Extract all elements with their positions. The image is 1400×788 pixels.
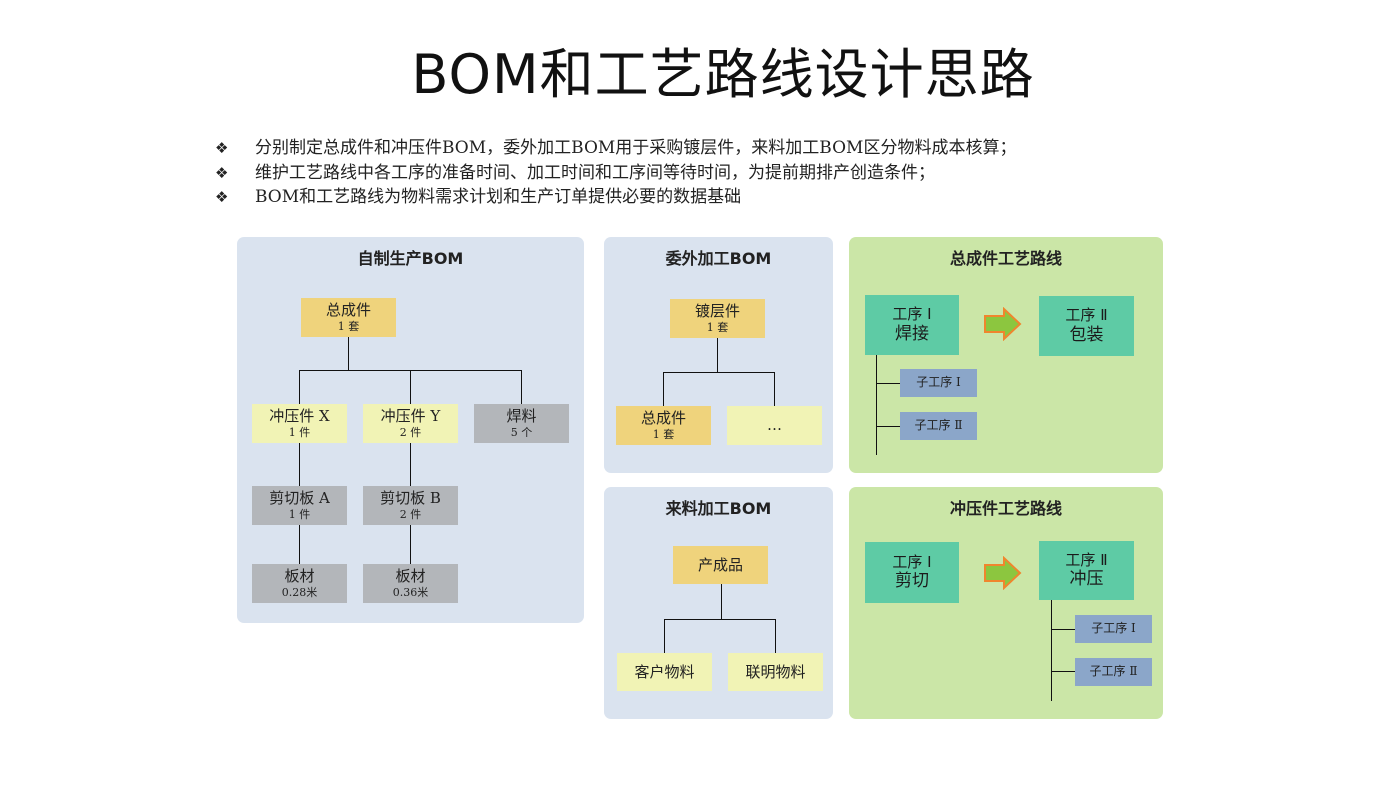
bom-node: 焊料 5 个: [474, 404, 569, 443]
operation-step: 工序 Ⅰ: [892, 552, 932, 571]
connector-line: [1051, 600, 1052, 701]
node-qty: 1 套: [652, 427, 675, 441]
panel-title: 冲压件工艺路线: [949, 499, 1062, 518]
bom-node: 板材 0.28米: [252, 564, 347, 603]
node-name: 产成品: [697, 555, 743, 574]
node-name: 总成件: [640, 409, 686, 428]
bullet-item: ❖ 维护工艺路线中各工序的准备时间、加工时间和工序间等待时间，为提前期排产创造条件…: [215, 161, 1016, 186]
panel-title: 自制生产BOM: [357, 249, 464, 268]
node-name: 联明物料: [745, 662, 806, 681]
node-name: 冲压件 Y: [380, 407, 441, 426]
panel-title: 来料加工BOM: [665, 499, 772, 518]
operation-box: 工序 Ⅱ 冲压: [1039, 541, 1134, 600]
bullet-text: 维护工艺路线中各工序的准备时间、加工时间和工序间等待时间，为提前期排产创造条件；: [255, 162, 935, 183]
node-name: 镀层件: [694, 302, 740, 321]
node-qty: 1 件: [288, 507, 311, 521]
operation-name: 剪切: [895, 571, 929, 592]
connector-line: [521, 370, 522, 404]
connector-line: [876, 383, 900, 384]
right-arrow-icon: [984, 307, 1022, 341]
operation-box: 工序 Ⅰ 剪切: [865, 542, 959, 603]
connector-line: [663, 372, 664, 406]
incoming-bom-panel: 来料加工BOM 产成品 客户物料 联明物料: [604, 487, 833, 719]
diamond-bullet-icon: ❖: [215, 188, 229, 206]
node-name: 客户物料: [634, 662, 695, 681]
node-qty: 2 件: [399, 507, 422, 521]
assembly-route-panel: 总成件工艺路线 工序 Ⅰ 焊接 工序 Ⅱ 包装 子工序 Ⅰ 子工序 Ⅱ: [849, 237, 1163, 473]
node-name: 板材: [395, 567, 426, 586]
bullet-list: ❖ 分别制定总成件和冲压件BOM，委外加工BOM用于采购镀层件，来料加工BOM区分…: [215, 136, 1016, 210]
operation-step: 工序 Ⅰ: [892, 305, 932, 324]
node-name: 剪切板 A: [269, 489, 330, 508]
node-qty: 1 套: [337, 319, 360, 333]
node-qty: 2 件: [399, 425, 422, 439]
connector-line: [299, 370, 300, 404]
node-qty: 1 件: [288, 425, 311, 439]
connector-line: [410, 370, 411, 404]
sub-operation: 子工序 Ⅰ: [900, 369, 977, 397]
bom-node-root: 总成件 1 套: [301, 298, 396, 337]
page-title: BOM和工艺路线设计思路: [411, 43, 1035, 106]
outsource-bom-panel: 委外加工BOM 镀层件 1 套 总成件 1 套 …: [604, 237, 833, 473]
operation-box: 工序 Ⅱ 包装: [1039, 296, 1134, 356]
bullet-text: BOM和工艺路线为物料需求计划和生产订单提供必要的数据基础: [255, 187, 742, 207]
node-name: 冲压件 X: [269, 407, 330, 426]
connector-line: [876, 426, 900, 427]
sub-operation: 子工序 Ⅱ: [900, 412, 977, 440]
operation-name: 冲压: [1069, 569, 1104, 590]
bom-node-ellipsis: …: [727, 406, 822, 445]
connector-line: [774, 372, 775, 406]
bom-node: 总成件 1 套: [616, 406, 711, 445]
connector-line: [410, 525, 411, 564]
operation-box: 工序 Ⅰ 焊接: [865, 295, 959, 355]
node-name: …: [767, 416, 782, 435]
connector-line: [664, 619, 665, 653]
connector-line: [664, 619, 776, 620]
bom-node: 冲压件 Y 2 件: [363, 404, 458, 443]
bom-node: 联明物料: [728, 653, 823, 691]
connector-line: [775, 619, 776, 653]
connector-line: [299, 525, 300, 564]
operation-name: 包装: [1069, 324, 1104, 345]
bom-node: 剪切板 B 2 件: [363, 486, 458, 525]
bullet-text: 分别制定总成件和冲压件BOM，委外加工BOM用于采购镀层件，来料加工BOM区分物…: [255, 138, 1017, 158]
sub-operation: 子工序 Ⅰ: [1075, 615, 1152, 643]
connector-line: [348, 337, 349, 370]
stamping-route-panel: 冲压件工艺路线 工序 Ⅰ 剪切 工序 Ⅱ 冲压 子工序 Ⅰ 子工序 Ⅱ: [849, 487, 1163, 719]
connector-line: [299, 443, 300, 486]
node-qty: 0.28米: [281, 585, 318, 599]
bom-node: 板材 0.36米: [363, 564, 458, 603]
connector-line: [721, 584, 722, 619]
self-bom-panel: 自制生产BOM 总成件 1 套 冲压件 X 1 件 冲压件 Y 2 件 焊料 5…: [237, 237, 584, 623]
node-name: 板材: [284, 567, 315, 586]
node-qty: 5 个: [510, 425, 533, 439]
node-name: 剪切板 B: [380, 489, 441, 508]
right-arrow-icon: [984, 556, 1022, 590]
node-name: 焊料: [506, 407, 537, 426]
bullet-item: ❖ 分别制定总成件和冲压件BOM，委外加工BOM用于采购镀层件，来料加工BOM区分…: [215, 136, 1016, 161]
diamond-bullet-icon: ❖: [215, 139, 229, 157]
bom-node-root: 产成品: [673, 546, 768, 584]
operation-step: 工序 Ⅱ: [1065, 550, 1108, 569]
diamond-bullet-icon: ❖: [215, 163, 229, 182]
bom-node: 冲压件 X 1 件: [252, 404, 347, 443]
connector-line: [663, 372, 775, 373]
node-qty: 1 套: [706, 320, 729, 334]
connector-line: [1051, 629, 1075, 630]
operation-step: 工序 Ⅱ: [1065, 306, 1108, 325]
connector-line: [717, 338, 718, 372]
connector-line: [410, 443, 411, 486]
node-qty: 0.36米: [392, 585, 429, 599]
panel-title: 总成件工艺路线: [949, 249, 1062, 268]
operation-name: 焊接: [895, 323, 929, 344]
connector-line: [876, 355, 877, 455]
bom-node-root: 镀层件 1 套: [670, 299, 765, 338]
panel-title: 委外加工BOM: [665, 249, 772, 268]
sub-operation: 子工序 Ⅱ: [1075, 658, 1152, 686]
node-name: 总成件: [325, 301, 371, 320]
bom-node: 客户物料: [617, 653, 712, 691]
bullet-item: ❖ BOM和工艺路线为物料需求计划和生产订单提供必要的数据基础: [215, 185, 1016, 210]
bom-node: 剪切板 A 1 件: [252, 486, 347, 525]
connector-line: [1051, 671, 1075, 672]
